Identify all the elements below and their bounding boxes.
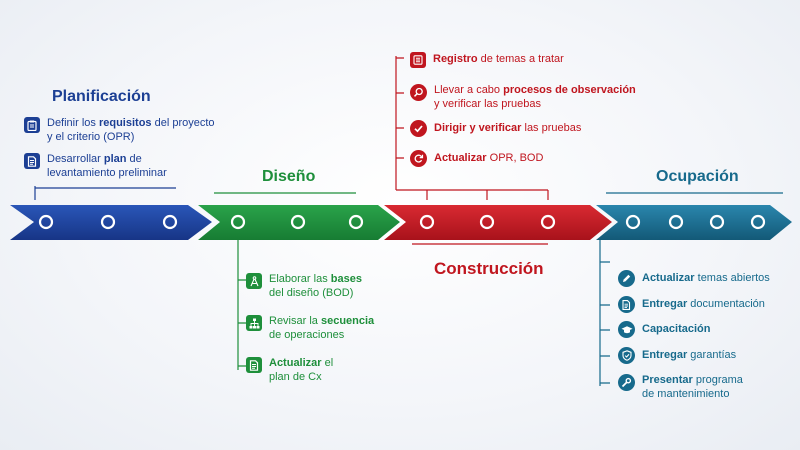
timeline-node (419, 214, 435, 230)
timeline-node (230, 214, 246, 230)
refresh-icon (410, 150, 427, 167)
planificacion-connector (34, 186, 176, 200)
list-icon (410, 52, 426, 68)
planificacion-item-requisitos: Definir los requisitos del proyecto y el… (24, 117, 215, 144)
construccion-connector (395, 56, 549, 200)
ocupacion-segment (596, 205, 792, 240)
construccion-title: Construcción (434, 259, 544, 278)
document-icon (24, 153, 40, 169)
document-icon (246, 357, 262, 373)
ocupacion-connector (599, 240, 610, 386)
timeline-node (540, 214, 556, 230)
timeline-node (625, 214, 641, 230)
document-icon (618, 296, 635, 313)
timeline-node (479, 214, 495, 230)
compass-icon (246, 273, 262, 289)
shield-check-icon (618, 347, 635, 364)
wrench-icon (618, 374, 635, 391)
magnifier-icon (410, 84, 427, 101)
construccion-item-actualizar: Actualizar OPR, BOD (410, 150, 543, 167)
ocupacion-item-capacitacion: Capacitación (618, 321, 710, 338)
planificacion-segment (10, 205, 212, 240)
diseno-segment (198, 205, 400, 240)
graduation-cap-icon (618, 321, 635, 338)
timeline-node (750, 214, 766, 230)
checkmark-icon (410, 120, 427, 137)
planificacion-item-plan: Desarrollar plan de levantamiento prelim… (24, 153, 167, 180)
timeline-node (290, 214, 306, 230)
hierarchy-icon (246, 315, 262, 331)
diseno-item-actualizar: Actualizar el plan de Cx (246, 357, 333, 384)
diseno-item-bases: Elaborar las bases del diseño (BOD) (246, 273, 362, 300)
ocupacion-item-mantenimiento: Presentar programa de mantenimiento (618, 374, 743, 401)
timeline-node (162, 214, 178, 230)
diseno-title: Diseño (262, 168, 316, 185)
clipboard-icon (24, 117, 40, 133)
pencil-icon (618, 270, 635, 287)
diseno-connector (237, 238, 246, 370)
ocupacion-item-garantias: Entregar garantías (618, 347, 736, 364)
planificacion-title: Planificación (52, 88, 151, 105)
timeline-node (100, 214, 116, 230)
ocupacion-item-documentacion: Entregar documentación (618, 296, 765, 313)
timeline-node (348, 214, 364, 230)
construccion-item-dirigir: Dirigir y verificar las pruebas (410, 120, 581, 137)
ocupacion-item-temas: Actualizar temas abiertos (618, 270, 770, 287)
construccion-item-observacion: Llevar a cabo procesos de observación y … (410, 84, 636, 111)
timeline-node (668, 214, 684, 230)
construccion-segment (384, 205, 612, 240)
ocupacion-title: Ocupación (656, 168, 739, 185)
construccion-item-registro: Registro de temas a tratar (410, 52, 564, 68)
diseno-item-secuencia: Revisar la secuencia de operaciones (246, 315, 374, 342)
timeline-node (709, 214, 725, 230)
timeline-node (38, 214, 54, 230)
